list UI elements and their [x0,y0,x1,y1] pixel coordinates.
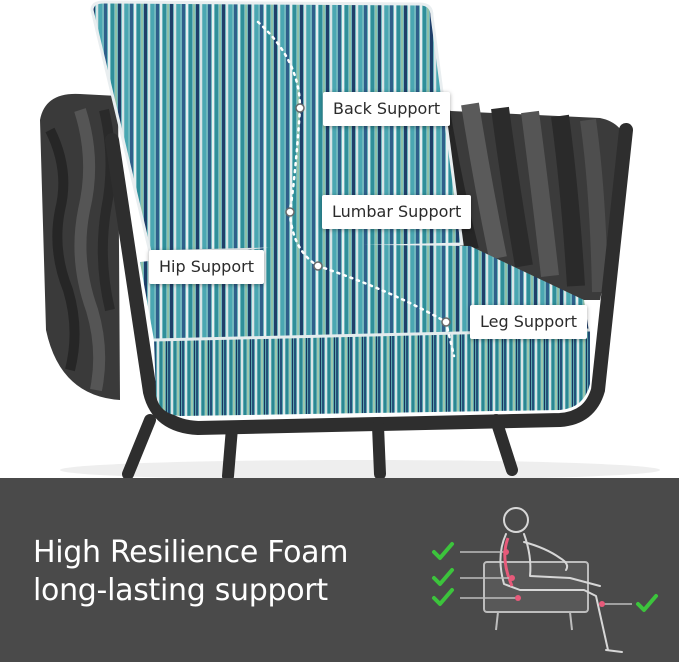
headline-line-2: long-lasting support [33,573,328,608]
spine-highlight-icon [503,537,514,587]
chair-outline-icon [483,561,589,631]
check-icon [432,568,454,586]
headline: High Resilience Foam long-lasting suppor… [33,534,348,610]
back-support-label: Back Support [323,92,451,126]
diagram-points [503,549,605,607]
person-outline-icon [499,507,623,653]
back-cushion [90,0,464,254]
left-woven-arm [40,93,120,400]
support-points [285,103,451,327]
leg-support-label: Leg Support [470,305,587,339]
seated-person-on-chair-icon [432,507,658,653]
check-icon [636,594,658,612]
check-icon [432,542,454,560]
chair-photo [40,0,660,478]
check-icon [432,588,454,606]
lumbar-support-label: Lumbar Support [322,195,472,229]
guide-lines [460,551,632,605]
headline-line-1: High Resilience Foam [33,535,349,570]
hip-support-label: Hip Support [149,250,264,284]
chair-frame [105,123,633,478]
